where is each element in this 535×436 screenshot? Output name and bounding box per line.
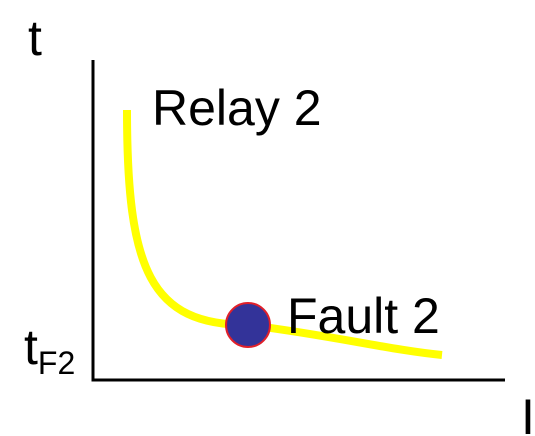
y-tick-main: t xyxy=(24,319,38,375)
curve-label: Relay 2 xyxy=(152,80,322,136)
y-tick-subscript: F2 xyxy=(38,345,75,381)
y-axis-label: t xyxy=(28,10,42,66)
x-axis-label: I xyxy=(521,389,535,436)
fault-label: Fault 2 xyxy=(287,288,440,344)
y-tick-label: tF2 xyxy=(24,319,75,381)
fault-point-marker xyxy=(225,302,271,348)
